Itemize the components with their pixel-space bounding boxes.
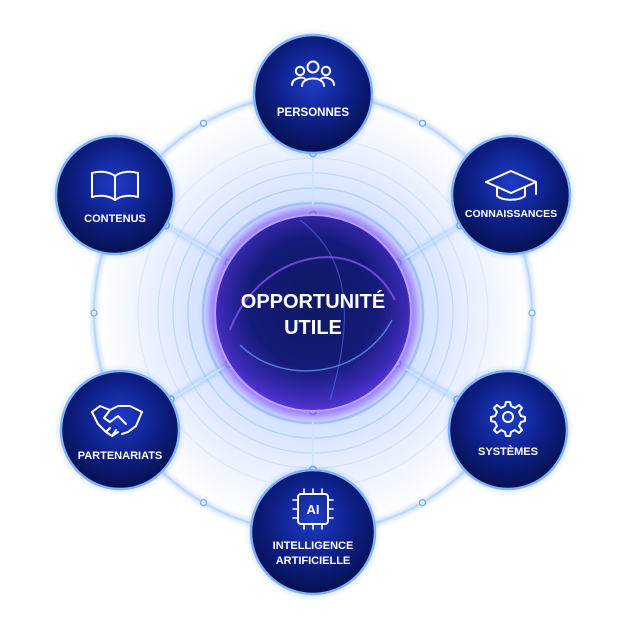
node-label-connaissances: CONNAISSANCES: [465, 208, 557, 220]
spoke-line: [169, 362, 230, 401]
book-icon: [91, 170, 139, 201]
spoke-line: [396, 224, 461, 264]
ring-dot: [199, 119, 208, 127]
spoke-line: [165, 224, 230, 264]
node-systemes: SYSTÈMES: [442, 364, 574, 496]
spoke-line: [396, 362, 458, 401]
handshake-icon: [91, 405, 143, 437]
node-personnes: PERSONNES: [247, 28, 379, 160]
node-label-personnes: PERSONNES: [277, 107, 350, 119]
center-title-line2: UTILE: [284, 317, 342, 339]
node-connaissances: CONNAISSANCES: [445, 129, 577, 261]
ring-dot: [199, 499, 208, 507]
node-label-ia-line1: INTELLIGENCE: [273, 540, 354, 552]
node-label-systemes: SYSTÈMES: [478, 445, 538, 458]
connector-spokes: [164, 153, 462, 470]
node-label-contenus: CONTENUS: [84, 213, 146, 225]
people-icon: [291, 60, 335, 87]
ring-dot: [90, 309, 98, 317]
center-node: OPPORTUNITÉ UTILE: [208, 208, 418, 418]
node-label-partenariats: PARTENARIATS: [78, 450, 163, 462]
node-label-ia-line2: ARTIFICIELLE: [276, 555, 351, 567]
center-title-line1: OPPORTUNITÉ: [241, 290, 385, 313]
node-intelligence-artificielle: AI INTELLIGENCE ARTIFICIELLE: [244, 463, 382, 601]
node-partenariats: PARTENARIATS: [54, 364, 186, 496]
graduation-cap-icon: [485, 170, 537, 201]
ring-dot: [418, 119, 427, 127]
node-contenus: CONTENUS: [49, 129, 181, 261]
gear-icon: [490, 401, 526, 437]
ai-chip-text: AI: [307, 502, 320, 517]
ai-chip-icon: AI: [292, 488, 334, 530]
ring-dot: [528, 309, 536, 317]
ring-dot: [418, 499, 427, 507]
